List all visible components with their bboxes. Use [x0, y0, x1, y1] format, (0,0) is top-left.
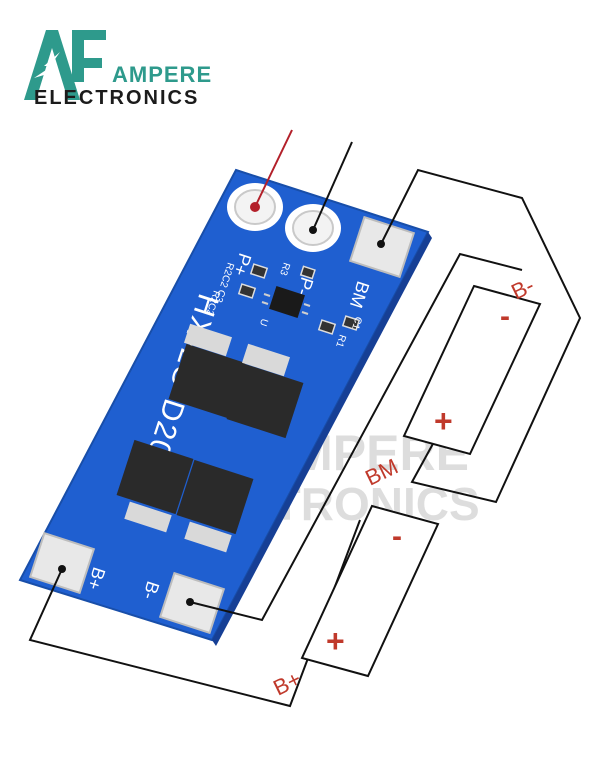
mosfet-3: [116, 439, 194, 533]
pad-p-plus: [227, 183, 283, 231]
cell-bottom: - +: [300, 504, 440, 678]
smd-r3: [299, 265, 316, 280]
smd-c3: [249, 263, 269, 279]
cell-top-plus: +: [434, 403, 453, 439]
label-b-minus-pad: B-: [139, 579, 164, 602]
smd-r2c2: [237, 283, 257, 299]
pcb-edge: [212, 232, 432, 646]
mosfet-4: [176, 459, 254, 553]
wire-p-plus: [254, 129, 293, 208]
silk-r1: R1: [333, 333, 348, 349]
mosfet-2: [226, 343, 304, 439]
wire-bm: [380, 168, 582, 504]
cell-top: - +: [402, 284, 542, 456]
wires: [28, 129, 582, 708]
brand-logo: AMPERE ELECTRONICS: [24, 30, 212, 109]
wire-label-b-plus: B+: [269, 666, 305, 701]
label-p-minus: P-: [293, 275, 318, 298]
smd-c1: [341, 315, 361, 331]
silk-u: U: [257, 317, 270, 327]
logo-bolt-icon: [34, 52, 60, 78]
ic-chip: [261, 285, 311, 319]
pcb-board: P+ P- BM R2C2 C3 R2C2 R3 U R1 C1 HX-2S-D…: [18, 168, 432, 646]
silk-c1: C1: [349, 315, 364, 331]
cell-bottom-plus: +: [326, 623, 345, 659]
cell-top-minus: -: [500, 300, 510, 333]
cell-bottom-minus: -: [392, 520, 402, 553]
logo-a-mark: [24, 30, 80, 100]
smd-r1: [317, 319, 337, 335]
cell-top-body: [402, 284, 542, 456]
silk-r3: R3: [277, 261, 292, 277]
logo-word-ampere: AMPERE: [112, 62, 212, 87]
logo-e-mark: [72, 30, 106, 82]
wire-b-minus: [189, 252, 523, 622]
wire-p-minus: [312, 141, 353, 231]
mosfet-1: [168, 323, 246, 419]
cell-bottom-body: [300, 504, 440, 678]
logo-word-electronics: ELECTRONICS: [34, 87, 199, 109]
